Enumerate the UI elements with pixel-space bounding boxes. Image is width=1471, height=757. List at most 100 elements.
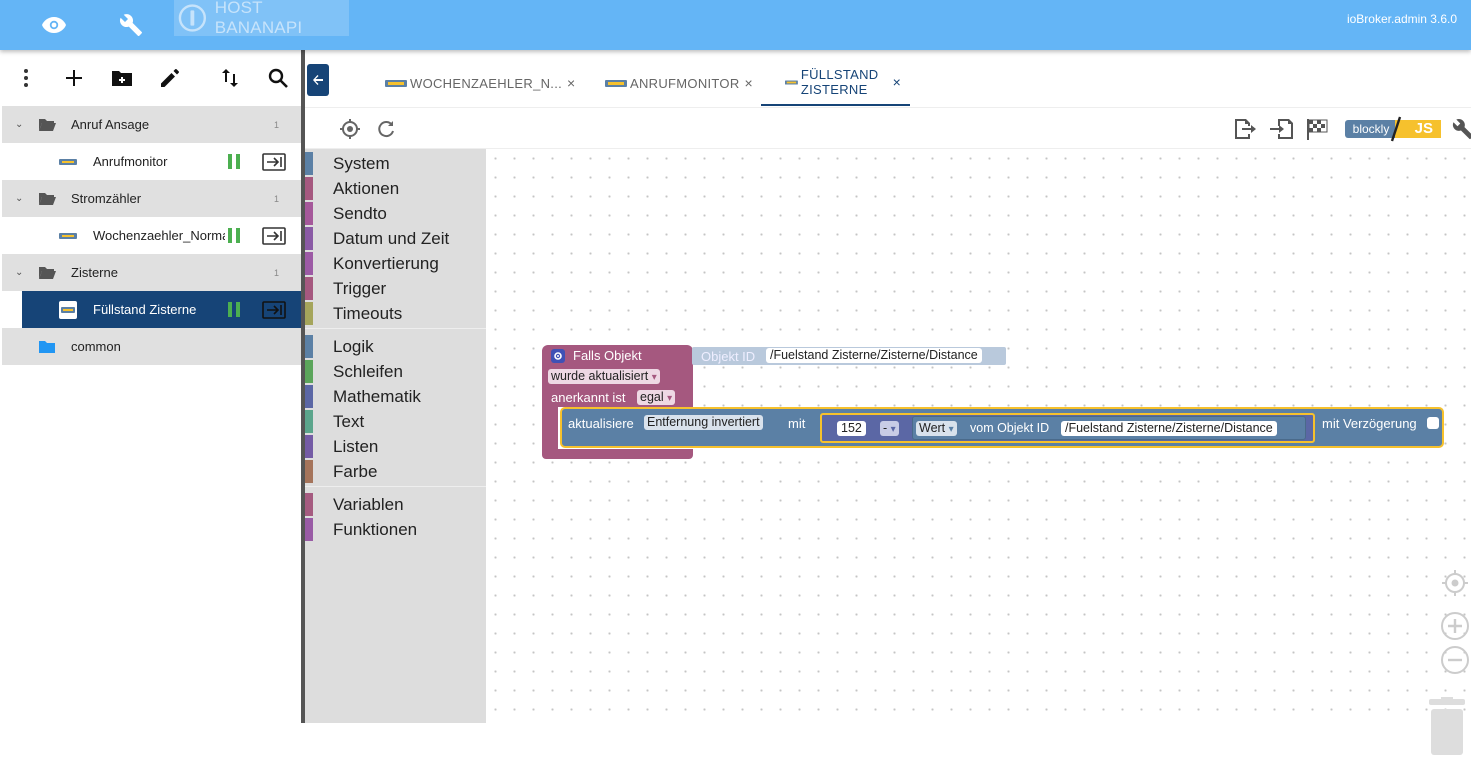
- category-color: [305, 410, 313, 433]
- category-color: [305, 493, 313, 516]
- export-icon[interactable]: [262, 226, 286, 245]
- objekt-id-field[interactable]: /Fuelstand Zisterne/Zisterne/Distance: [766, 348, 982, 363]
- host-selector[interactable]: HOST BANANAPI: [174, 0, 349, 37]
- tab-wochenzaehler[interactable]: WOCHENZAEHLER_N... ×: [385, 60, 576, 106]
- tree-item-count: 1: [273, 193, 279, 204]
- close-icon[interactable]: ×: [892, 74, 902, 90]
- tree-folder-anruf-ansage[interactable]: ⌄ Anruf Ansage 1: [2, 106, 301, 143]
- objekt-id-label: Objekt ID: [701, 349, 756, 364]
- close-icon[interactable]: ×: [567, 75, 576, 91]
- import-blocks-icon[interactable]: [1268, 116, 1294, 142]
- settings-wrench-icon[interactable]: [1450, 116, 1471, 142]
- ack-label: anerkannt ist: [551, 390, 626, 405]
- arrow-left-icon: [313, 75, 323, 85]
- trash-icon[interactable]: [1424, 697, 1470, 757]
- recenter-icon[interactable]: [1440, 568, 1470, 598]
- add-folder-icon[interactable]: [108, 64, 136, 92]
- chevron-down-icon[interactable]: ⌄: [15, 193, 24, 204]
- ack-value: egal: [640, 390, 664, 404]
- tree-item-label: Anrufmonitor: [93, 154, 168, 169]
- wrench-icon[interactable]: [113, 7, 149, 43]
- pause-icon[interactable]: [228, 302, 241, 317]
- category-mathematik[interactable]: Mathematik: [305, 384, 486, 409]
- category-schleifen[interactable]: Schleifen: [305, 359, 486, 384]
- chevron-down-icon[interactable]: ⌄: [15, 267, 24, 278]
- pause-icon[interactable]: [228, 154, 241, 169]
- editor-toolbar: blockly JS: [305, 107, 1471, 149]
- zoom-out-icon[interactable]: [1440, 645, 1470, 675]
- category-sendto[interactable]: Sendto: [305, 201, 486, 226]
- host-label: HOST BANANAPI: [214, 0, 303, 37]
- trigger-gear-icon[interactable]: [551, 349, 565, 363]
- wert-dropdown[interactable]: Wert ▾: [916, 421, 957, 436]
- tree-script-anrufmonitor[interactable]: Anrufmonitor: [2, 143, 301, 180]
- category-system[interactable]: System: [305, 151, 486, 176]
- dropdown-arrow-icon: ▾: [890, 424, 896, 435]
- category-logik[interactable]: Logik: [305, 334, 486, 359]
- export-icon[interactable]: [262, 300, 286, 319]
- dropdown-arrow-icon: ▾: [651, 372, 657, 383]
- edit-icon[interactable]: [156, 64, 184, 92]
- tab-anrufmonitor[interactable]: ANRUFMONITOR ×: [605, 60, 753, 106]
- number-field[interactable]: 152: [837, 421, 866, 436]
- export-icon[interactable]: [262, 152, 286, 171]
- category-listen[interactable]: Listen: [305, 434, 486, 459]
- operator-dropdown[interactable]: - ▾: [880, 421, 899, 436]
- blockly-workspace[interactable]: Falls Objekt Objekt ID /Fuelstand Zister…: [486, 149, 1471, 755]
- blockly-script-icon: [385, 79, 407, 87]
- category-aktionen[interactable]: Aktionen: [305, 176, 486, 201]
- category-text[interactable]: Text: [305, 409, 486, 434]
- chevron-down-icon[interactable]: ⌄: [15, 119, 24, 130]
- with-label: mit: [788, 416, 806, 431]
- close-icon[interactable]: ×: [744, 75, 754, 91]
- tree-folder-common[interactable]: common: [2, 328, 301, 365]
- category-label: Trigger: [333, 278, 387, 298]
- app-header: HOST BANANAPI ioBroker.admin 3.6.0: [0, 0, 1471, 50]
- export-blocks-icon[interactable]: [1232, 116, 1258, 142]
- tree-script-fuellstand-zisterne[interactable]: Füllstand Zisterne: [22, 291, 301, 328]
- event-dropdown[interactable]: wurde aktualisiert ▾: [548, 369, 660, 384]
- category-datum-zeit[interactable]: Datum und Zeit: [305, 226, 486, 251]
- tab-label: WOCHENZAEHLER_N...: [410, 75, 563, 91]
- ack-dropdown[interactable]: egal ▾: [637, 390, 676, 405]
- zoom-in-icon[interactable]: [1440, 611, 1470, 641]
- category-funktionen[interactable]: Funktionen: [305, 517, 486, 542]
- category-color: [305, 252, 313, 275]
- folder-open-icon: [39, 266, 56, 279]
- category-label: Datum und Zeit: [333, 228, 450, 248]
- category-color: [305, 202, 313, 225]
- category-konvertierung[interactable]: Konvertierung: [305, 251, 486, 276]
- category-timeouts[interactable]: Timeouts: [305, 301, 486, 326]
- category-farbe[interactable]: Farbe: [305, 459, 486, 484]
- add-icon[interactable]: [60, 64, 88, 92]
- category-color: [305, 302, 313, 325]
- tree-folder-zisterne[interactable]: ⌄ Zisterne 1: [2, 254, 301, 291]
- search-icon[interactable]: [264, 64, 292, 92]
- mode-js: JS: [1395, 120, 1441, 138]
- tab-fuellstand-zisterne[interactable]: FÜLLSTAND ZISTERNE ×: [761, 60, 911, 106]
- more-vert-icon[interactable]: [12, 64, 40, 92]
- mode-toggle-blockly-js[interactable]: blockly JS: [1345, 116, 1441, 142]
- vom-objekt-field[interactable]: /Fuelstand Zisterne/Zisterne/Distance: [1061, 421, 1277, 436]
- delay-label: mit Verzögerung: [1322, 416, 1417, 431]
- slash-icon: [1390, 116, 1402, 142]
- tree-script-wochenzaehler[interactable]: Wochenzaehler_Normal: [2, 217, 301, 254]
- category-variablen[interactable]: Variablen: [305, 492, 486, 517]
- category-color: [305, 227, 313, 250]
- delay-checkbox[interactable]: [1427, 417, 1439, 429]
- tree-item-label: Füllstand Zisterne: [93, 302, 197, 317]
- update-target-dropdown[interactable]: Entfernung invertiert: [644, 415, 763, 430]
- checkered-flag-icon[interactable]: [1304, 116, 1330, 142]
- blockly-script-icon: [605, 79, 627, 87]
- sort-icon[interactable]: [216, 64, 244, 92]
- collapse-sidebar-button[interactable]: [307, 64, 329, 96]
- eye-icon[interactable]: [36, 7, 72, 43]
- refresh-icon[interactable]: [373, 116, 399, 142]
- folder-icon: [39, 340, 55, 353]
- tree-folder-stromzaehler[interactable]: ⌄ Stromzähler 1: [2, 180, 301, 217]
- tree-item-count: 1: [273, 267, 279, 278]
- locate-icon[interactable]: [337, 116, 363, 142]
- wert-value: Wert: [919, 421, 946, 435]
- pause-icon[interactable]: [228, 228, 241, 243]
- category-trigger[interactable]: Trigger: [305, 276, 486, 301]
